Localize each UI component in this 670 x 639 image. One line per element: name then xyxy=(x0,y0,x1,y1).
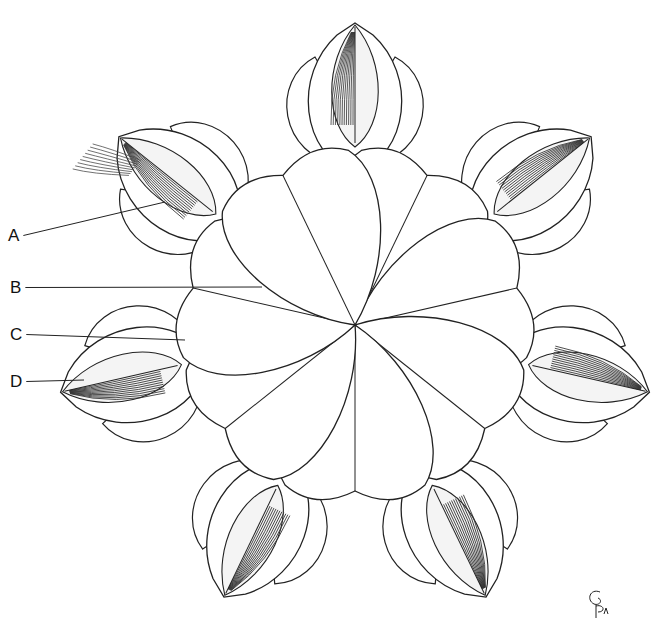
bud-shading xyxy=(70,371,163,401)
bud-shading xyxy=(510,141,584,200)
bud-shading xyxy=(506,136,583,200)
bud-shading xyxy=(230,506,280,595)
bud-shading xyxy=(230,506,284,596)
inner-bud xyxy=(106,120,230,232)
bud-shading xyxy=(551,352,645,387)
bud-shading xyxy=(344,32,353,125)
bud-shading xyxy=(229,506,274,592)
bud-shading xyxy=(114,145,197,216)
bud-shading xyxy=(502,130,583,198)
leader-line xyxy=(25,287,262,289)
bud-shading xyxy=(351,32,355,125)
part-letter: D xyxy=(10,373,22,390)
bud-shading xyxy=(230,506,282,595)
central-petal xyxy=(209,134,426,359)
bud-shading xyxy=(550,368,641,390)
bud-shading xyxy=(118,144,198,211)
part-letter: C xyxy=(10,326,22,343)
bud-shading xyxy=(228,505,272,590)
inner-bud xyxy=(411,475,506,605)
hair xyxy=(83,138,135,186)
bud-shading xyxy=(444,497,499,588)
hair xyxy=(78,142,132,193)
bud-shading xyxy=(116,144,197,212)
artist-monogram xyxy=(590,591,608,618)
bud-shading xyxy=(503,132,583,199)
part-letter: B xyxy=(10,279,21,296)
bud-shading xyxy=(228,505,270,590)
bud-midrib xyxy=(64,365,177,391)
bud-shading xyxy=(496,124,581,198)
bud-shading xyxy=(550,361,642,389)
bud-shading xyxy=(443,501,490,588)
bud-group xyxy=(45,23,664,627)
inner-bud xyxy=(57,342,186,414)
bud-shading xyxy=(122,143,198,205)
hair xyxy=(90,132,139,177)
petal-group xyxy=(167,134,542,500)
bud-shading xyxy=(550,363,642,389)
bud-shading xyxy=(70,370,162,396)
bud-midrib xyxy=(226,489,276,594)
bud-shading xyxy=(125,143,199,202)
leader-line xyxy=(26,380,84,382)
bud-shading xyxy=(229,506,278,594)
leader-line xyxy=(26,335,185,341)
bud-shading xyxy=(551,348,646,387)
leader-lines xyxy=(23,202,262,382)
bud-shading xyxy=(509,139,584,200)
bud-shading xyxy=(444,499,496,588)
bud-shading xyxy=(550,359,643,389)
bud-hairs xyxy=(73,130,141,198)
bud-shading xyxy=(229,506,276,593)
inner-bud xyxy=(204,475,299,605)
hair xyxy=(85,136,136,183)
bud-midrib xyxy=(532,365,645,391)
hair xyxy=(80,140,133,190)
bud-shading xyxy=(499,127,582,198)
bud-midrib xyxy=(355,27,356,143)
inner-bud xyxy=(523,342,652,414)
bud-shading xyxy=(121,143,198,207)
bud-shading xyxy=(442,503,486,588)
bud-midrib xyxy=(434,489,484,594)
petal-outline xyxy=(209,134,426,359)
bud-shading xyxy=(444,500,494,589)
bud-shading xyxy=(505,134,583,199)
inner-bud xyxy=(480,120,604,232)
bud-shading xyxy=(550,365,641,389)
bud-shading xyxy=(353,32,355,125)
part-letter: A xyxy=(8,227,19,244)
hair xyxy=(75,144,130,196)
bud-shading xyxy=(112,145,196,218)
bud-shading xyxy=(507,137,583,199)
bud-shading xyxy=(70,371,162,399)
petal-midline xyxy=(283,175,355,325)
inner-bud xyxy=(332,25,379,147)
bud-shading xyxy=(231,506,286,597)
bud-midrib xyxy=(497,139,588,211)
bud-shading xyxy=(442,504,484,589)
bud-shading xyxy=(346,32,353,125)
bud-shading xyxy=(123,143,198,204)
bud-shading xyxy=(69,370,160,394)
bud-shading xyxy=(115,144,197,214)
leader-line xyxy=(23,202,165,236)
bud-shading xyxy=(338,32,353,125)
bud-shading xyxy=(443,500,492,588)
hair xyxy=(93,130,141,173)
hair xyxy=(88,134,138,180)
bud-shading xyxy=(231,507,288,599)
bud-shading xyxy=(69,370,160,392)
bud-shading xyxy=(119,144,197,209)
bud-shading xyxy=(349,32,354,125)
bud-midrib xyxy=(122,139,213,211)
bud-shading xyxy=(550,355,644,388)
bud-shading xyxy=(443,502,488,588)
